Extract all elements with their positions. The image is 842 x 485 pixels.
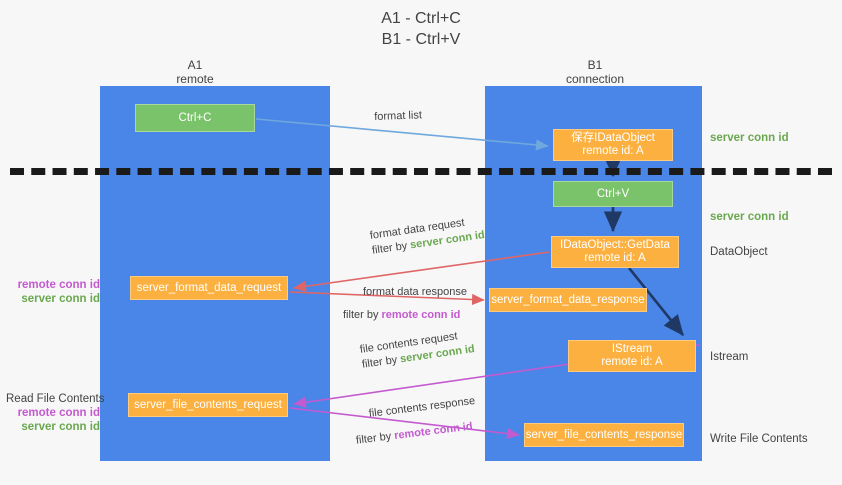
edge-label-fcres-prefix: filter by <box>355 430 395 447</box>
title-line-2: B1 - Ctrl+V <box>381 31 461 48</box>
annotation-left-conn-ids-lower: Read File Contents remote conn id server… <box>6 392 105 434</box>
annotation-left-lower-remote: remote conn id <box>17 407 100 419</box>
node-server-format-data-response-label: server_format_data_response <box>491 293 645 306</box>
annotation-read-file-contents: Read File Contents <box>6 393 105 405</box>
node-idataobject-getdata[interactable]: IDataObject::GetData remote id: A <box>551 236 679 268</box>
node-istream[interactable]: IStream remote id: A <box>568 340 696 372</box>
node-server-format-data-response[interactable]: server_format_data_response <box>489 288 647 312</box>
node-server-file-contents-response[interactable]: server_file_contents_response <box>524 423 684 447</box>
arrow-file-contents-response <box>289 407 520 440</box>
node-istream-line2: remote id: A <box>601 356 663 368</box>
annotation-left-upper-remote: remote conn id <box>17 279 100 291</box>
edge-label-fdres-token: remote conn id <box>381 309 461 321</box>
edge-label-format-list-text: format list <box>374 109 423 123</box>
node-getdata-line1: IDataObject::GetData <box>560 239 670 251</box>
annotation-left-upper-server: server conn id <box>21 293 100 305</box>
annotation-server-conn-id-mid: server conn id <box>710 211 789 223</box>
column-a1-name: A1 <box>187 58 203 72</box>
annotation-dataobject: DataObject <box>710 246 768 258</box>
edge-label-fdres-line1: format data response <box>363 286 467 298</box>
column-b1-role: connection <box>565 72 625 86</box>
column-a1-role: remote <box>176 72 214 86</box>
edge-label-fdres-prefix: filter by <box>343 309 382 321</box>
title-line-1: A1 - Ctrl+C <box>381 10 461 27</box>
annotation-istream: Istream <box>710 351 749 363</box>
diagram-title: A1 - Ctrl+C B1 - Ctrl+V <box>0 8 842 50</box>
arrow-format-list <box>255 118 549 151</box>
node-ctrl-c[interactable]: Ctrl+C <box>135 104 255 132</box>
annotation-server-conn-id-top: server conn id <box>710 132 789 144</box>
annotation-write-file-contents: Write File Contents <box>710 433 808 445</box>
node-idataobject-line2: remote id: A <box>582 145 644 157</box>
arrow-getdata-to-istream <box>627 267 685 337</box>
edge-label-fcreq-prefix: filter by <box>361 353 402 371</box>
annotation-left-lower-server: server conn id <box>21 421 100 433</box>
edge-label-format-list: format list <box>374 108 422 125</box>
edge-label-fdreq-prefix: filter by <box>371 239 412 257</box>
annotation-left-conn-ids-upper: remote conn id server conn id <box>8 278 100 306</box>
node-server-format-data-request-label: server_format_data_request <box>136 281 282 294</box>
node-ctrl-v[interactable]: Ctrl+V <box>553 181 673 207</box>
node-idataobject-line1: 保存IDataObject <box>571 132 655 144</box>
column-b1-name: B1 <box>587 58 603 72</box>
edge-label-fdres-line2: filter by remote conn id <box>343 308 467 323</box>
edge-label-format-data-response: format data response filter by remote co… <box>343 285 467 323</box>
node-getdata-line2: remote id: A <box>584 252 646 264</box>
node-server-format-data-request[interactable]: server_format_data_request <box>130 276 288 300</box>
node-server-file-contents-request-label: server_file_contents_request <box>134 398 282 411</box>
column-header-a1: A1 remote <box>130 58 260 86</box>
node-server-file-contents-response-label: server_file_contents_response <box>525 428 683 441</box>
phase-divider <box>10 168 832 175</box>
arrow-format-data-response <box>289 291 485 306</box>
node-ctrl-v-label: Ctrl+V <box>596 187 630 200</box>
node-ctrl-c-label: Ctrl+C <box>178 111 212 124</box>
node-server-file-contents-request[interactable]: server_file_contents_request <box>128 393 288 417</box>
column-header-b1: B1 connection <box>530 58 660 86</box>
node-idataobject[interactable]: 保存IDataObject remote id: A <box>553 129 673 161</box>
node-istream-line1: IStream <box>611 343 653 355</box>
arrow-format-data-request <box>293 251 550 292</box>
